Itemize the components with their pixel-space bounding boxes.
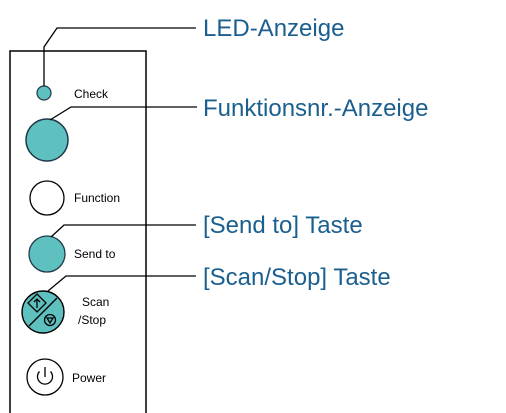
send-to-callout-line	[50, 224, 196, 238]
scan-label-line1: Scan	[82, 295, 109, 309]
led-callout-label: LED-Anzeige	[203, 15, 344, 42]
function-number-callout-label: Funktionsnr.-Anzeige	[203, 95, 428, 122]
send-to-label: Send to	[74, 247, 116, 261]
scan-stop-callout-line	[47, 275, 196, 292]
function-number-display	[25, 118, 69, 162]
power-label: Power	[72, 371, 106, 385]
led-callout-line	[43, 27, 196, 86]
send-to-button[interactable]	[28, 235, 66, 273]
power-icon	[36, 367, 54, 385]
scan-stop-callout-label: [Scan/Stop] Taste	[203, 264, 391, 291]
callout-lines	[43, 27, 197, 292]
scan-label-line2: /Stop	[78, 313, 106, 327]
panel-outline	[9, 50, 147, 413]
function-number-callout-line	[49, 106, 197, 121]
led-indicator	[36, 85, 52, 101]
power-button[interactable]	[26, 358, 64, 396]
check-label: Check	[74, 87, 109, 101]
send-to-callout-label: [Send to] Taste	[203, 212, 363, 239]
function-label: Function	[74, 191, 120, 205]
scan-stop-icon	[27, 293, 58, 327]
scan-stop-button[interactable]	[21, 290, 65, 334]
function-button[interactable]	[29, 180, 65, 216]
